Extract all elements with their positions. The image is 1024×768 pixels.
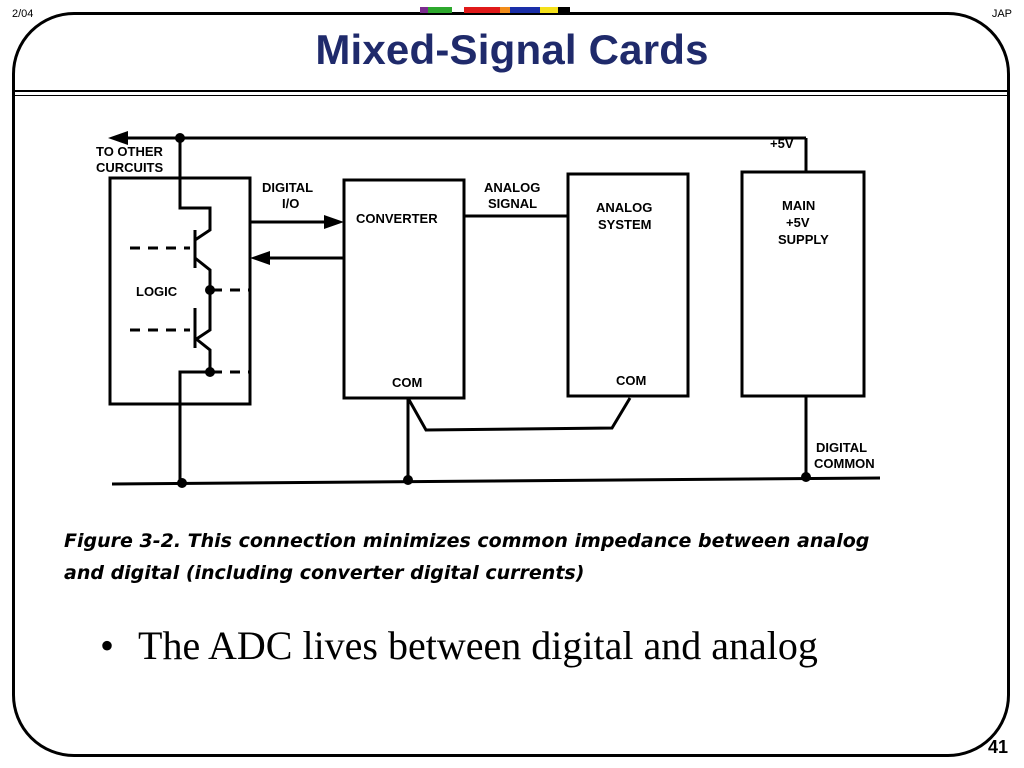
digital-io-label: DIGITAL: [262, 180, 313, 195]
com-link: [406, 397, 632, 432]
supply-label-2: +5V: [786, 215, 810, 230]
converter-label: CONVERTER: [356, 211, 438, 226]
title-rule: [14, 90, 1010, 92]
header-author: JAP: [991, 8, 1012, 20]
figure-caption-line1: Figure 3-2. This connection minimizes co…: [64, 530, 870, 552]
digital-common-label-2: COMMON: [814, 456, 875, 471]
digital-common-label: DIGITAL: [816, 440, 867, 455]
color-bar-orange: [500, 7, 510, 13]
color-bar-green: [428, 7, 452, 13]
color-bar-purple: [420, 7, 428, 13]
color-bar-red: [464, 7, 500, 13]
page-number: 41: [987, 737, 1008, 757]
bullet-text: The ADC lives between digital and analog: [138, 623, 818, 668]
ground-bus: [111, 476, 881, 486]
figure-caption-line2: and digital (including converter digital…: [64, 562, 585, 584]
to-other-label: TO OTHER: [96, 144, 164, 159]
logic-label: LOGIC: [136, 284, 178, 299]
slide-title: Mixed-Signal Cards: [315, 26, 709, 73]
logic-ground-line: [178, 336, 212, 484]
color-bar-blue: [510, 7, 540, 13]
junction-dot: [205, 367, 215, 377]
junction-dot: [175, 133, 185, 143]
slide-frame: [12, 12, 1010, 757]
converter-com-label: COM: [392, 375, 422, 390]
analog-signal-label-2: SIGNAL: [488, 196, 537, 211]
converter-box: [342, 178, 466, 400]
bullet-item: • The ADC lives between digital and anal…: [100, 622, 818, 669]
to-other-arrow: [108, 131, 128, 145]
analog-system-box: [566, 172, 690, 398]
analog-system-label-2: SYSTEM: [598, 217, 651, 232]
digital-io-label-2: I/O: [282, 196, 299, 211]
plus5v-label: +5V: [770, 136, 794, 151]
digital-io-arrow-left: [250, 251, 270, 265]
to-other-label-2: CURCUITS: [96, 160, 163, 175]
header-date: 2/04: [12, 8, 34, 20]
color-bar-yellow: [540, 7, 558, 13]
analog-signal-label: ANALOG: [484, 180, 540, 195]
transistor-top-collector: [178, 200, 212, 242]
junction-dot: [801, 472, 811, 482]
junction-dot: [177, 478, 187, 488]
transistor-mid-wire: [194, 256, 212, 342]
supply-box: [740, 170, 866, 398]
junction-dot: [205, 285, 215, 295]
logic-box: [108, 176, 252, 406]
title-rule-thin: [14, 95, 1010, 96]
digital-io-arrow-right: [324, 215, 344, 229]
analog-com-label: COM: [616, 373, 646, 388]
supply-label-3: SUPPLY: [778, 232, 829, 247]
supply-label: MAIN: [782, 198, 815, 213]
junction-dot: [403, 475, 413, 485]
analog-system-label: ANALOG: [596, 200, 652, 215]
bullet-symbol: •: [100, 623, 115, 668]
color-bar-black: [558, 7, 570, 13]
